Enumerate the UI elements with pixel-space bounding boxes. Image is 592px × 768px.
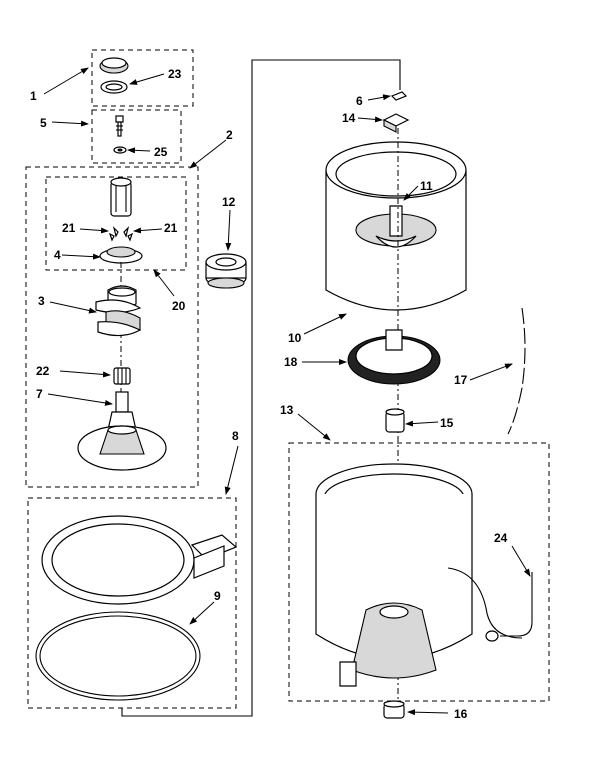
part-17-hose	[507, 307, 526, 435]
callout-24: 24	[494, 531, 508, 545]
callout-8: 8	[232, 429, 239, 443]
callout-14: 14	[342, 111, 356, 125]
callout-20: 20	[172, 299, 186, 313]
callout-16: 16	[454, 707, 468, 721]
callout-10: 10	[288, 331, 302, 345]
callout-22: 22	[36, 364, 50, 378]
group-box-1	[91, 49, 194, 107]
callout-1: 1	[30, 89, 37, 103]
leader-12	[225, 209, 232, 251]
callout-23: 23	[168, 67, 182, 81]
part-6-clip	[390, 91, 408, 101]
part-14-nut	[382, 113, 410, 133]
leader-24	[511, 545, 531, 577]
callout-11: 11	[420, 179, 433, 193]
callout-15: 15	[440, 416, 454, 430]
callout-12: 12	[222, 195, 236, 209]
callout-4: 4	[54, 248, 61, 262]
part-13-outer-tub	[315, 463, 473, 687]
leader-4	[61, 253, 101, 260]
leader-21a	[79, 227, 109, 234]
callout-13: 13	[280, 403, 294, 417]
callout-2: 2	[226, 128, 233, 142]
leader-17	[469, 363, 513, 381]
leader-2	[189, 139, 227, 169]
part-9-gasket	[35, 611, 201, 701]
part-8-tub-ring	[41, 515, 238, 605]
group-box-2	[25, 166, 199, 488]
part-10-basket	[325, 141, 467, 311]
group-box-5	[91, 109, 182, 164]
leader-25	[127, 147, 151, 154]
callout-17: 17	[454, 373, 468, 387]
callout-21a: 21	[62, 221, 76, 235]
part-24-drain-hose	[447, 567, 533, 642]
leader-14	[357, 116, 383, 123]
part-3-auger	[95, 285, 142, 337]
callout-6: 6	[356, 94, 363, 108]
part-20-cam	[108, 177, 134, 242]
callout-18: 18	[284, 355, 298, 369]
part-7-base	[77, 391, 167, 471]
group-box-8	[27, 497, 237, 709]
leader-7	[47, 393, 113, 406]
part-16-nut	[383, 700, 405, 719]
callout-5: 5	[40, 116, 47, 130]
leader-22	[59, 370, 111, 378]
leader-23	[129, 73, 165, 85]
leader-13	[297, 413, 331, 441]
leader-16	[407, 709, 449, 716]
part-25-bolt	[113, 115, 127, 154]
leader-5	[51, 120, 89, 127]
leader-3	[49, 301, 97, 314]
part-15-nut	[385, 408, 405, 433]
leader-15	[405, 420, 439, 427]
part-4-dogs	[99, 246, 143, 264]
callout-9: 9	[214, 589, 221, 603]
connector-line	[121, 59, 401, 717]
leader-6	[367, 94, 391, 101]
leader-21b	[133, 227, 163, 234]
part-22-coupling	[113, 367, 131, 385]
leader-20	[153, 269, 175, 297]
part-12-seal	[205, 253, 247, 289]
leader-1	[43, 67, 89, 95]
callout-25: 25	[154, 145, 168, 159]
part-23-cap	[99, 57, 129, 94]
group-box-13	[288, 442, 550, 702]
callout-3: 3	[38, 294, 45, 308]
callout-7: 7	[36, 387, 43, 401]
callout-21b: 21	[164, 221, 178, 235]
part-18-drive-block	[347, 329, 441, 385]
leader-11	[403, 185, 419, 201]
leader-9	[189, 601, 215, 625]
leader-8	[224, 445, 239, 495]
leader-10	[303, 313, 347, 335]
